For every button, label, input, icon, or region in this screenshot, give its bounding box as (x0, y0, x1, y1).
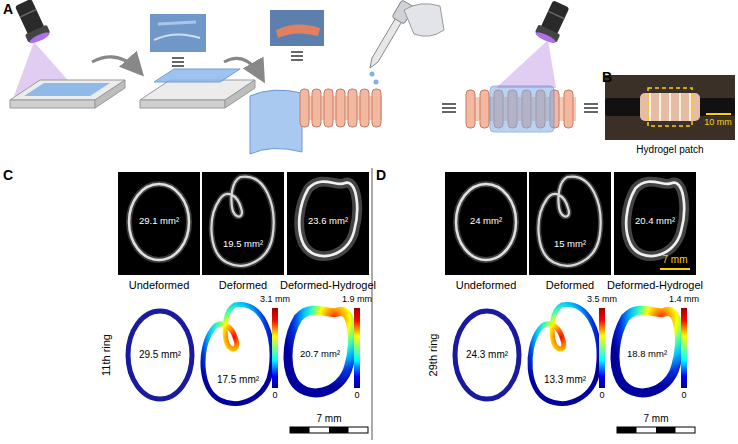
scale-label: 7 mm (663, 254, 688, 265)
area-value: 24.3 mm² (466, 349, 508, 360)
ring-label: 11th ring (100, 334, 112, 376)
colorbar-value: 3.1 mm (260, 295, 290, 305)
area-value: 13.3 mm² (544, 374, 586, 385)
area-value: 19.5 mm² (223, 239, 263, 249)
colorbar-value: 3.5 mm (587, 295, 617, 305)
scale-bar (660, 268, 690, 270)
colorbar-value: 0 (354, 391, 359, 401)
patched-trachea (466, 86, 576, 132)
state-label: Deformed (546, 279, 594, 291)
colorbar-value: 0 (272, 391, 277, 401)
ring-label: 29th ring (427, 334, 439, 377)
step-arrow (92, 57, 140, 72)
area-value: 29.1 mm² (139, 216, 179, 226)
area-value: 23.6 mm² (308, 216, 348, 226)
step-arrow (224, 58, 262, 78)
state-label: Deformed-Hydrogel (280, 279, 376, 291)
panel-label: C (3, 168, 13, 183)
area-value: 15 mm² (554, 239, 586, 249)
area-value: 24 mm² (470, 216, 502, 226)
photo-trachea (270, 10, 324, 60)
panel-label: D (376, 168, 386, 183)
state-label: Deformed-Hydrogel (607, 279, 703, 291)
photo-patch (605, 75, 735, 140)
uv-lamp (496, 0, 572, 88)
state-label: Deformed (219, 279, 267, 291)
photo-hydrogel (150, 14, 206, 66)
equivalence-mark (584, 104, 598, 112)
scale-label: 7 mm (644, 413, 669, 424)
equivalence-mark (442, 104, 456, 112)
area-value: 29.5 mm² (139, 349, 181, 360)
patch-label: Hydrogel patch (636, 144, 703, 155)
state-label: Undeformed (129, 279, 190, 291)
cross-section-panel (445, 172, 696, 433)
colorbar-value: 0 (681, 391, 686, 401)
panel-label: A (3, 2, 13, 17)
panel-label: B (602, 70, 612, 85)
hydrogel-wrap-step (250, 72, 382, 155)
cross-section-panel (118, 172, 369, 433)
area-value: 17.5 mm² (217, 374, 259, 385)
colorbar-value: 1.9 mm (342, 295, 372, 305)
area-value: 18.8 mm² (627, 349, 667, 359)
area-value: 20.4 mm² (635, 216, 675, 226)
colorbar-value: 1.4 mm (669, 295, 699, 305)
area-value: 20.7 mm² (300, 349, 340, 359)
pipette (370, 0, 444, 68)
scale-label: 10 mm (704, 118, 732, 128)
mold-tray (10, 80, 125, 108)
mold-tray (140, 69, 255, 108)
colorbar-value: 0 (599, 391, 604, 401)
state-label: Undeformed (456, 279, 517, 291)
scale-label: 7 mm (317, 413, 342, 424)
